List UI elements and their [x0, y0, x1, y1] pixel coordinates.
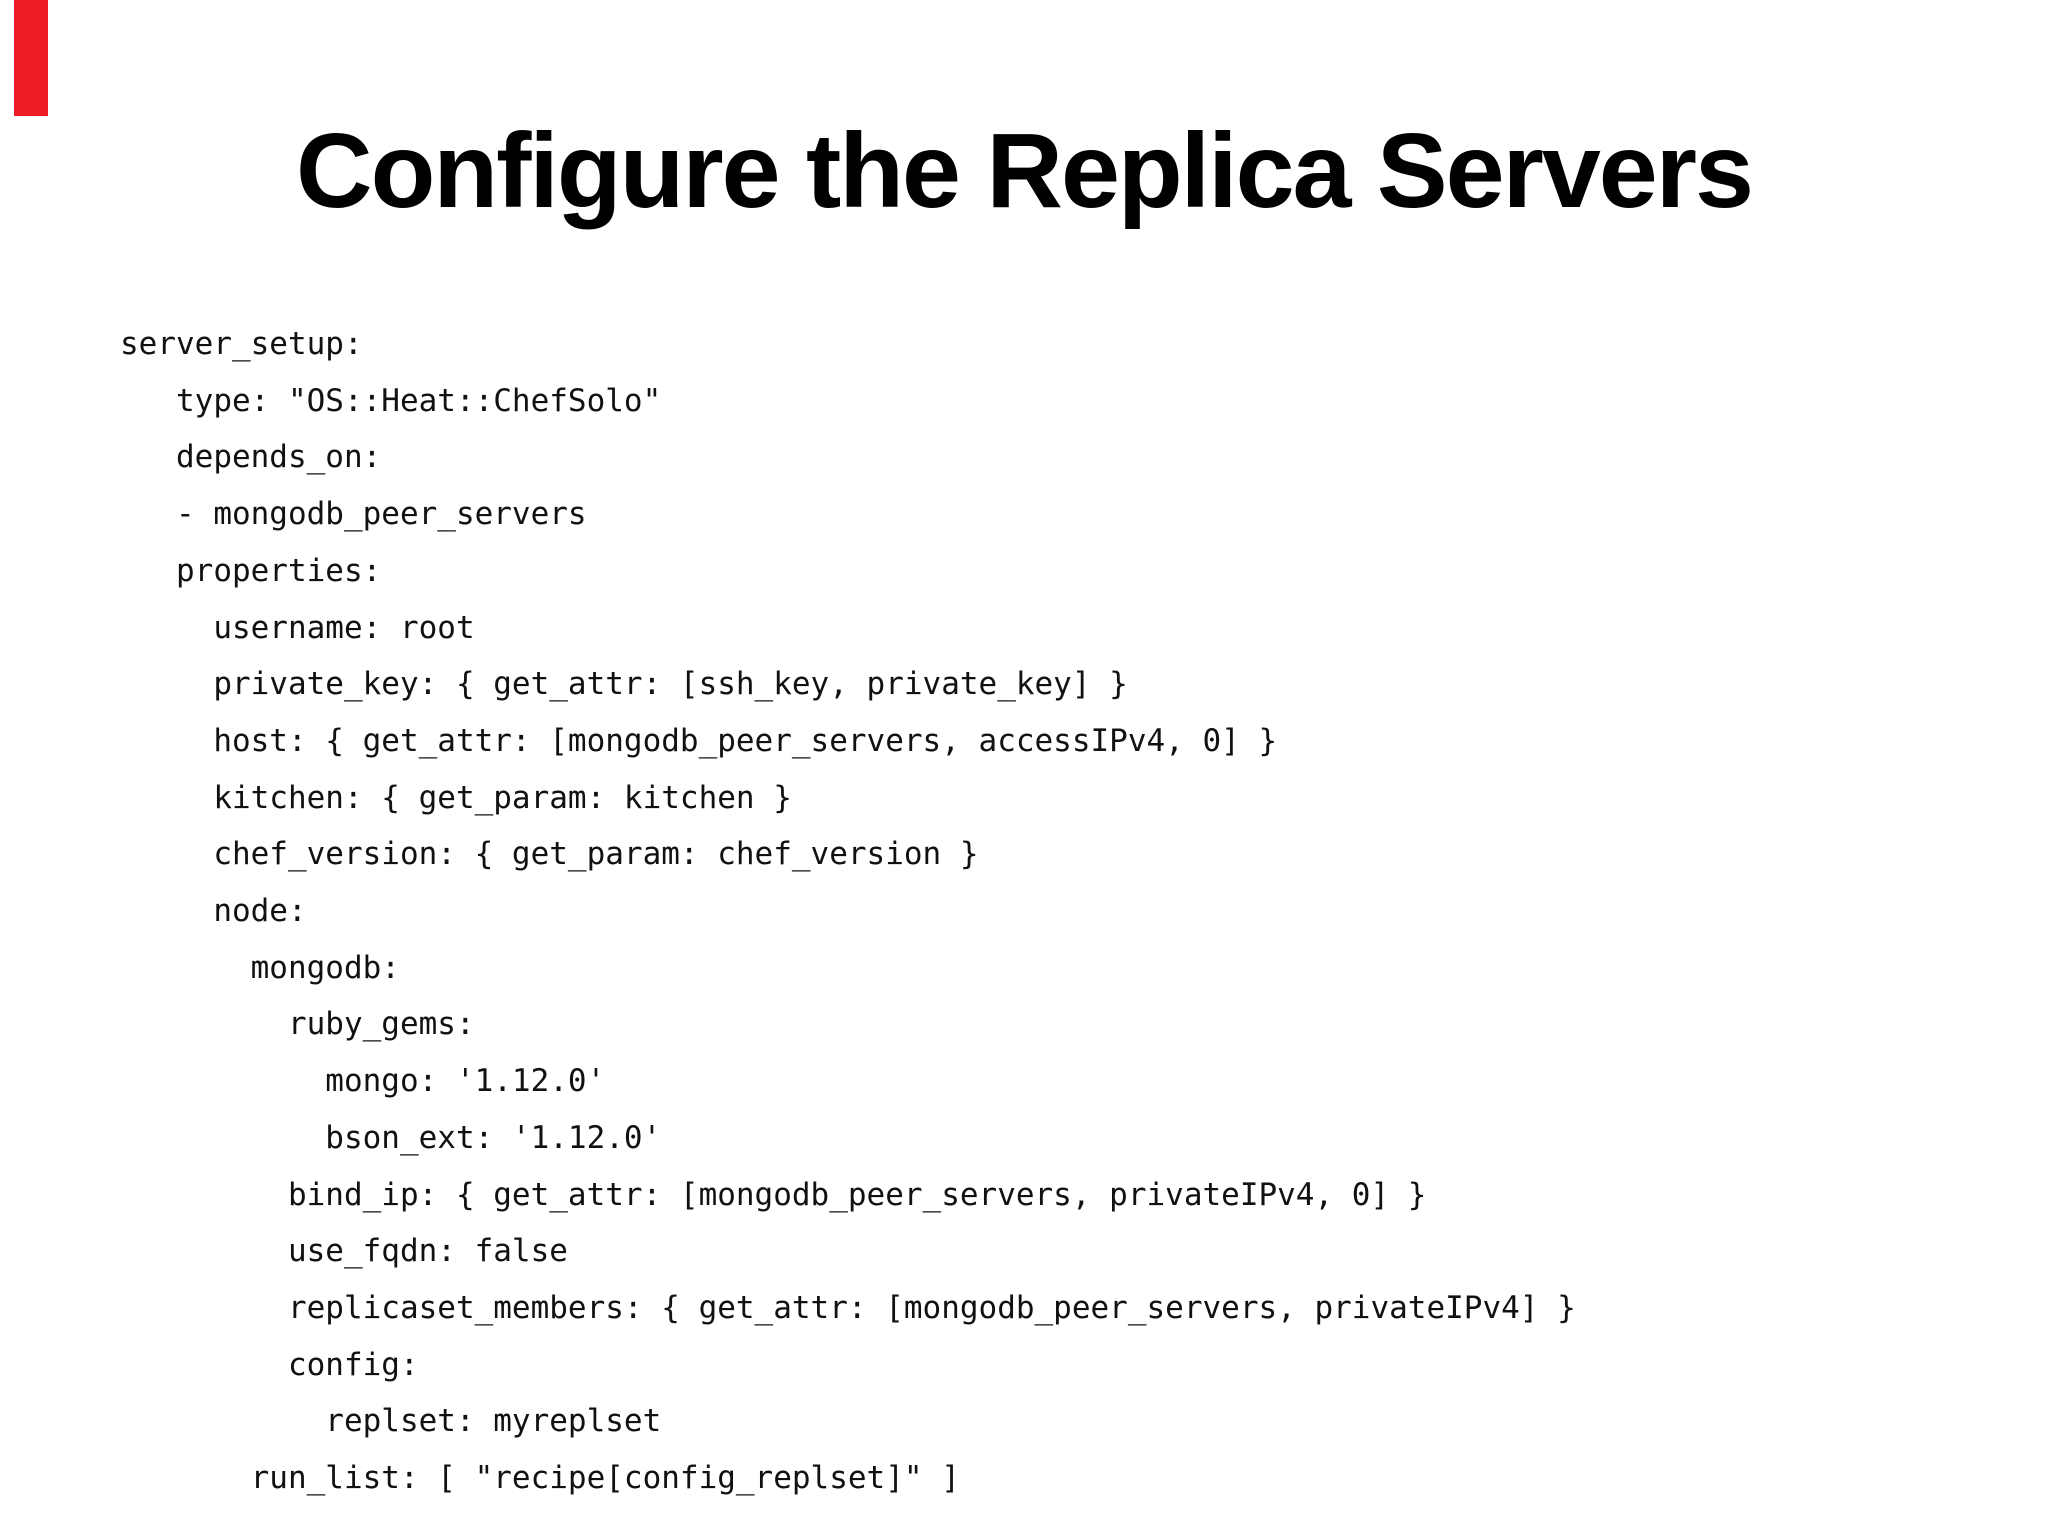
red-accent-bar: [14, 0, 48, 116]
yaml-code-block: server_setup: type: "OS::Heat::ChefSolo"…: [120, 326, 1576, 1497]
slide-title: Configure the Replica Servers: [296, 112, 1754, 230]
